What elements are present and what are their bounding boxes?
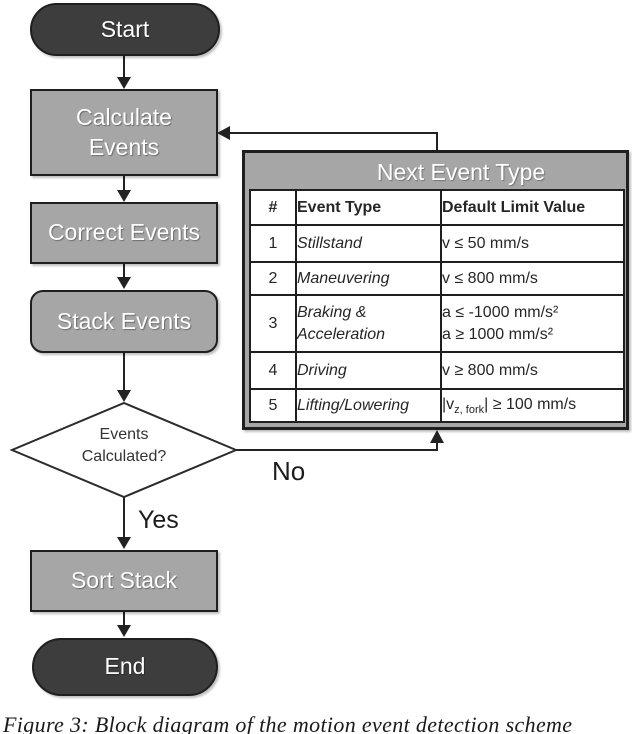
node-end-label: End (104, 653, 146, 680)
col-header-type: Event Type (295, 189, 442, 226)
next-event-type-panel: Next Event Type # Event Type Default Lim… (242, 150, 629, 430)
arrow-table-to-calculate (217, 126, 438, 151)
decision-diamond-shape (9, 401, 239, 499)
arrow-sort-to-end (117, 612, 131, 637)
node-sort-label: Sort Stack (70, 567, 178, 594)
node-stack-label: Stack Events (56, 307, 192, 334)
decision-label-line1: Events (99, 426, 149, 443)
row4-num: 4 (249, 351, 297, 390)
next-event-type-title: Next Event Type (376, 159, 546, 185)
figure-caption: Figure 3: Block diagram of the motion ev… (3, 712, 573, 734)
row5-limit: |vz, fork| ≥ 100 mm/s (440, 388, 625, 423)
node-decision-label: Events Calculated? (24, 424, 224, 467)
table-row: 3 Braking & Acceleration a ≤ -1000 mm/s²… (249, 294, 625, 353)
arrow-no-to-table (236, 430, 444, 451)
col-header-num: # (249, 189, 297, 226)
node-start-label: Start (100, 15, 150, 42)
node-correct-events: Correct Events (30, 202, 218, 264)
table-row: 2 Maneuvering v ≤ 800 mm/s (249, 261, 625, 296)
node-calculate-events: Calculate Events (30, 89, 218, 176)
node-sort-stack: Sort Stack (30, 550, 218, 612)
table-row: 5 Lifting/Lowering |vz, fork| ≥ 100 mm/s (249, 388, 625, 423)
arrow-start-to-calculate (117, 56, 131, 89)
row1-num: 1 (249, 224, 297, 263)
node-start: Start (30, 3, 220, 56)
row1-type: Stillstand (295, 224, 442, 263)
col-header-limit: Default Limit Value (440, 189, 625, 226)
table-row: 4 Driving v ≥ 800 mm/s (249, 351, 625, 390)
row5-limit-post: | ≥ 100 mm/s (484, 395, 577, 413)
row4-limit: v ≥ 800 mm/s (440, 351, 625, 390)
row5-num: 5 (249, 388, 297, 423)
node-calculate-label-line2: Events (88, 133, 160, 160)
row3-type: Braking & Acceleration (295, 294, 442, 353)
node-stack-events: Stack Events (30, 290, 218, 353)
row5-type: Lifting/Lowering (295, 388, 442, 423)
branch-label-no: No (272, 456, 306, 486)
row5-limit-pre: |v (442, 395, 455, 413)
event-limits-table: # Event Type Default Limit Value 1 Still… (249, 189, 625, 423)
row3-num: 3 (249, 294, 297, 353)
row3-type-line1: Braking & (297, 303, 367, 321)
row3-type-line2: Acceleration (297, 325, 386, 343)
decision-label-line2: Calculated? (81, 447, 167, 465)
arrow-correct-to-stack (117, 264, 131, 289)
arrow-calculate-to-correct (117, 176, 131, 202)
row3-limit: a ≤ -1000 mm/s² a ≥ 1000 mm/s² (440, 294, 625, 353)
row1-limit: v ≤ 50 mm/s (440, 224, 625, 263)
row3-limit-line2: a ≥ 1000 mm/s² (442, 325, 554, 343)
row4-type: Driving (295, 351, 442, 390)
node-correct-label: Correct Events (47, 219, 201, 246)
row2-type: Maneuvering (295, 261, 442, 296)
row5-limit-sub: z, fork (454, 403, 485, 416)
table-row: 1 Stillstand v ≤ 50 mm/s (249, 224, 625, 263)
row3-limit-line1: a ≤ -1000 mm/s² (442, 303, 559, 321)
row2-limit: v ≤ 800 mm/s (440, 261, 625, 296)
node-calculate-label-line1: Calculate (76, 103, 172, 130)
arrow-stack-to-decision (117, 353, 131, 402)
branch-label-yes: Yes (138, 506, 179, 534)
node-end: End (32, 638, 218, 696)
table-header-row: # Event Type Default Limit Value (249, 189, 625, 226)
row2-num: 2 (249, 261, 297, 296)
arrow-decision-to-sort (117, 497, 131, 549)
